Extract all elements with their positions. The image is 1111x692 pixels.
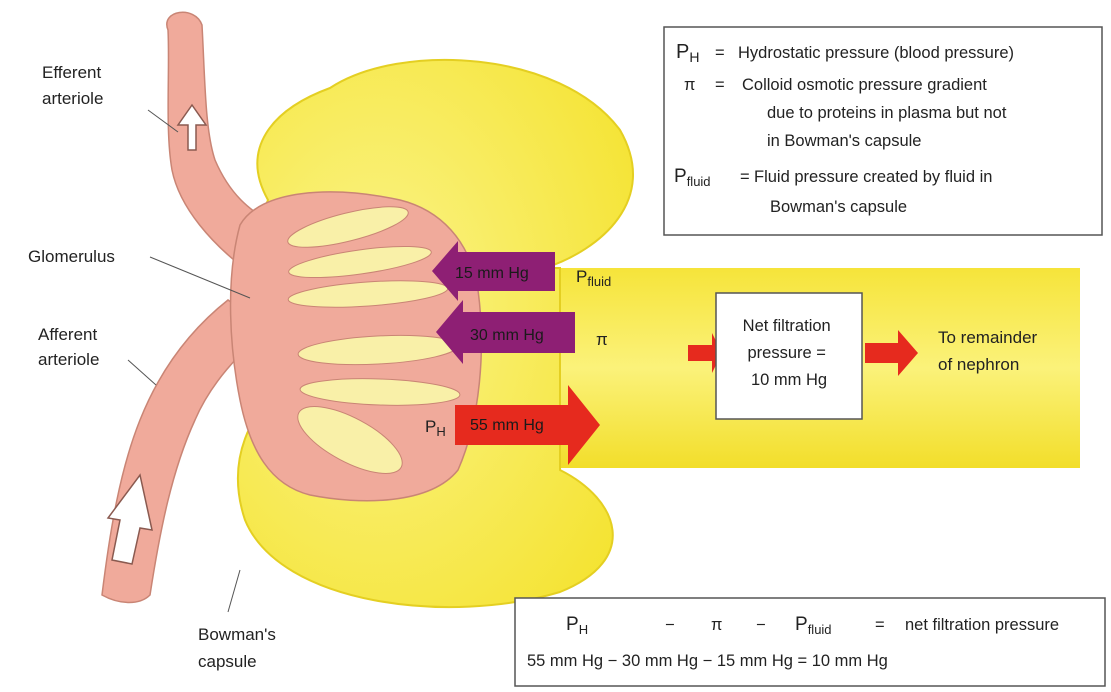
equation-line-2: 55 mm Hg − 30 mm Hg − 15 mm Hg = 10 mm H…: [527, 652, 888, 670]
afferent-label: Afferent arteriole: [38, 325, 102, 369]
bowman-leader: [228, 570, 240, 612]
glomerulus-label: Glomerulus: [28, 247, 115, 266]
net-filtration-box: Net filtration pressure = 10 mm Hg: [716, 293, 862, 419]
pi-value: 30 mm Hg: [470, 327, 544, 344]
legend-box: PH = Hydrostatic pressure (blood pressur…: [664, 27, 1102, 235]
net-box-line: pressure =: [747, 344, 825, 362]
efferent-label: Efferent arteriole: [42, 63, 106, 108]
afferent-leader: [128, 360, 156, 385]
equation-box: PH − π − Pfluid = net filtration pressur…: [515, 598, 1105, 686]
pi-symbol: π: [596, 330, 608, 349]
svg-text:Net filtration pressure: Net filtration pressure = 10 mm Hg: [743, 317, 836, 389]
bowmans-capsule-label: Bowman's capsule: [198, 625, 281, 671]
p-h-value: 55 mm Hg: [470, 417, 544, 434]
p-fluid-value: 15 mm Hg: [455, 265, 529, 282]
net-box-line: Net filtration: [743, 317, 831, 335]
net-box-line: 10 mm Hg: [751, 371, 827, 389]
